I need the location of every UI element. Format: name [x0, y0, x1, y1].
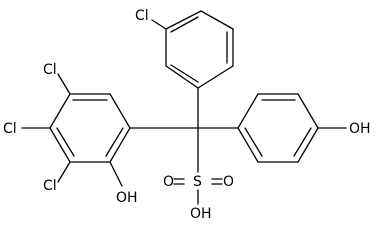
bond — [109, 93, 131, 129]
bond — [200, 10, 234, 30]
bond — [237, 127, 259, 163]
double-bond-inner — [244, 127, 263, 157]
double-bond-inner — [56, 127, 75, 157]
double-bond-inner — [170, 16, 199, 33]
chemical-structure: Cl Cl Cl Cl OH OH S O O OH — [3, 8, 371, 222]
bond — [109, 127, 131, 163]
ring-3-chlorophenyl — [151, 10, 234, 89]
central-carbon-bonds — [129, 87, 239, 173]
bond — [49, 93, 71, 129]
double-bond-inner — [105, 127, 124, 157]
double-bond-inner — [293, 127, 312, 157]
atom-label-cl-4: Cl — [3, 121, 17, 137]
bond — [49, 127, 71, 163]
ring-trichloro-hydroxyphenyl — [21, 73, 131, 187]
bond — [197, 65, 234, 89]
atom-label-oxygen-right: O — [223, 174, 234, 190]
bond — [237, 93, 259, 129]
bond — [109, 161, 123, 187]
structure-canvas: Cl Cl Cl Cl OH OH S O O OH — [3, 8, 371, 222]
atom-label-cl-5: Cl — [43, 62, 57, 78]
atom-label-cl-meta: Cl — [135, 8, 149, 24]
bond — [57, 161, 71, 183]
sulfonic-acid-group — [173, 178, 223, 205]
atom-label-oh-sulfonic: OH — [190, 206, 212, 222]
atom-label-oh-phenol-left: OH — [116, 190, 138, 206]
double-bond-inner — [170, 64, 199, 83]
atom-label-sulfur: S — [193, 174, 202, 190]
bond — [297, 127, 319, 163]
bond — [297, 93, 319, 129]
bond — [165, 10, 202, 30]
atom-label-oxygen-left: O — [163, 174, 174, 190]
atom-label-cl-3: Cl — [43, 178, 57, 194]
bond — [151, 19, 167, 30]
atom-label-oh-phenol-right: OH — [349, 121, 371, 137]
ring-hydroxyphenyl — [237, 93, 347, 163]
bond — [165, 65, 199, 89]
bond — [57, 73, 71, 95]
